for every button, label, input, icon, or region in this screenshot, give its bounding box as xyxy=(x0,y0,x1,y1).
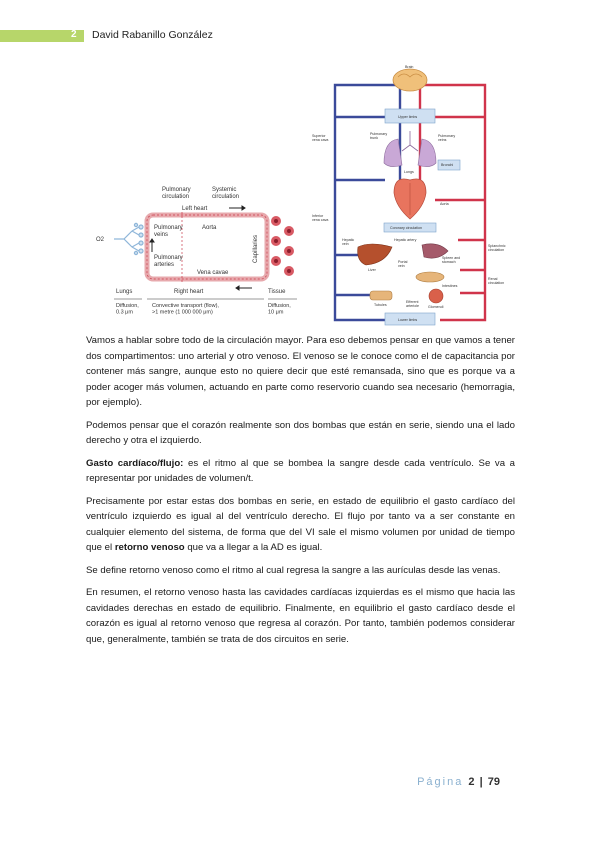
coronary-circulation-box xyxy=(383,222,437,233)
intestines-illustration xyxy=(415,271,445,283)
term-retorno-venoso: retorno venoso xyxy=(114,542,185,553)
body-text: Vamos a hablar sobre todo de la circulac… xyxy=(86,333,515,654)
paragraph-4: Precisamente por estar estas dos bombas … xyxy=(86,495,515,554)
upper-limbs-box xyxy=(384,108,436,124)
label-brain: Brain xyxy=(405,65,413,69)
term-gasto-cardiaco: Gasto cardíaco/flujo: xyxy=(86,457,184,469)
glomeruli-illustration xyxy=(428,288,444,304)
paragraph-3: Gasto cardíaco/flujo: es el ritmo al que… xyxy=(86,457,515,485)
label-coronary-circulation: Coronary circulation xyxy=(390,226,422,230)
brain-illustration xyxy=(392,68,428,92)
label-aorta: Aorta xyxy=(440,202,449,206)
lower-limbs-box xyxy=(384,312,436,326)
header-accent-bar xyxy=(0,30,84,42)
bronchi-box xyxy=(437,159,461,171)
label-left-heart: Left heart xyxy=(182,206,208,212)
tubules-illustration xyxy=(369,290,393,301)
header-page-number: 2 xyxy=(71,29,77,40)
spleen-illustration xyxy=(421,243,449,259)
flow-arrows xyxy=(149,205,252,291)
paragraph-6: En resumen, el retorno venoso hasta las … xyxy=(86,587,515,645)
label-lungs: Lungs xyxy=(404,170,414,174)
label-diffusion-right: Diffusion,10 μm xyxy=(268,303,291,315)
footer-page-word: Página xyxy=(417,776,464,788)
label-capillaries: Capillaries xyxy=(253,235,259,263)
heart-illustration xyxy=(393,178,427,220)
label-upper-limbs: Upper limbs xyxy=(398,115,417,119)
label-hepatic-artery: Hepatic artery xyxy=(394,238,417,242)
paragraph-1: Vamos a hablar sobre todo de la circulac… xyxy=(86,335,515,408)
footer-separator: | xyxy=(479,776,483,788)
page-footer: Página 2 | 79 xyxy=(417,776,500,788)
page-header: 2 David Rabanillo González xyxy=(0,28,599,44)
label-liver: Liver xyxy=(368,268,377,272)
label-aorta: Aorta xyxy=(202,225,217,231)
label-diffusion-left: Diffusion,0.3 μm xyxy=(116,303,139,315)
paragraph-2: Podemos pensar que el corazón realmente … xyxy=(86,419,515,447)
label-right-heart: Right heart xyxy=(174,289,204,295)
label-lungs: Lungs xyxy=(116,289,132,295)
label-convective-transport: Convective transport (flow),>1 metre (1 … xyxy=(152,303,219,315)
label-o2: O2 xyxy=(96,237,105,243)
label-vena-cavae: Vena cavae xyxy=(197,270,229,276)
label-tissue: Tissue xyxy=(268,289,286,295)
label-tubules: Tubules xyxy=(374,303,387,307)
paragraph-5: Se define retorno venoso como el ritmo a… xyxy=(86,564,501,576)
tissue-cells-illustration xyxy=(271,216,294,276)
header-author: David Rabanillo González xyxy=(92,29,213,41)
liver-illustration xyxy=(357,243,393,266)
label-intestines: Intestines xyxy=(442,284,458,288)
lungs-illustration xyxy=(383,131,437,167)
label-lower-limbs: Lower limbs xyxy=(398,318,417,322)
lung-tree-illustration xyxy=(114,222,144,256)
label-glomeruli: Glomeruli xyxy=(428,305,444,309)
footer-total-pages: 79 xyxy=(487,776,500,788)
label-bronchi: Bronchi xyxy=(441,163,453,167)
footer-page-number: 2 xyxy=(468,776,475,788)
